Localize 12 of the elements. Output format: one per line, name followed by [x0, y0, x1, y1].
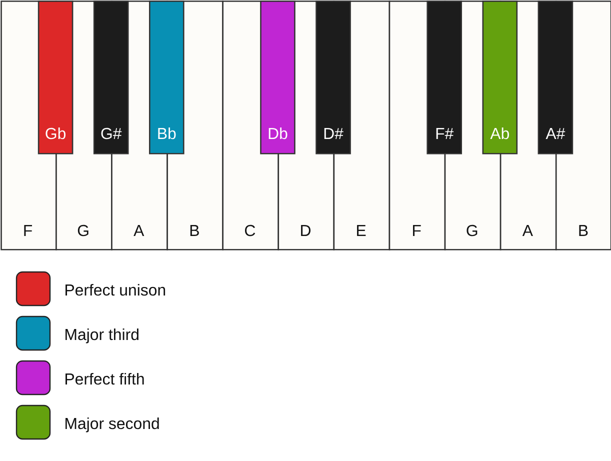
accidental-key: Gb	[38, 0, 74, 154]
accidental-key: Db	[260, 0, 296, 154]
accidental-key: Bb	[149, 0, 184, 154]
accidental-key: Ab	[482, 0, 518, 154]
legend-label: Perfect unison	[66, 284, 166, 296]
accidental-key: F#	[426, 0, 462, 154]
legend-label: Major second	[66, 417, 159, 432]
legend-label: Perfect fifth	[66, 372, 144, 385]
accidental-key: D#	[316, 0, 351, 154]
accidental-key: A#	[538, 0, 574, 154]
accidental-key: G#	[93, 0, 129, 154]
legend-label: Major third	[66, 328, 138, 344]
